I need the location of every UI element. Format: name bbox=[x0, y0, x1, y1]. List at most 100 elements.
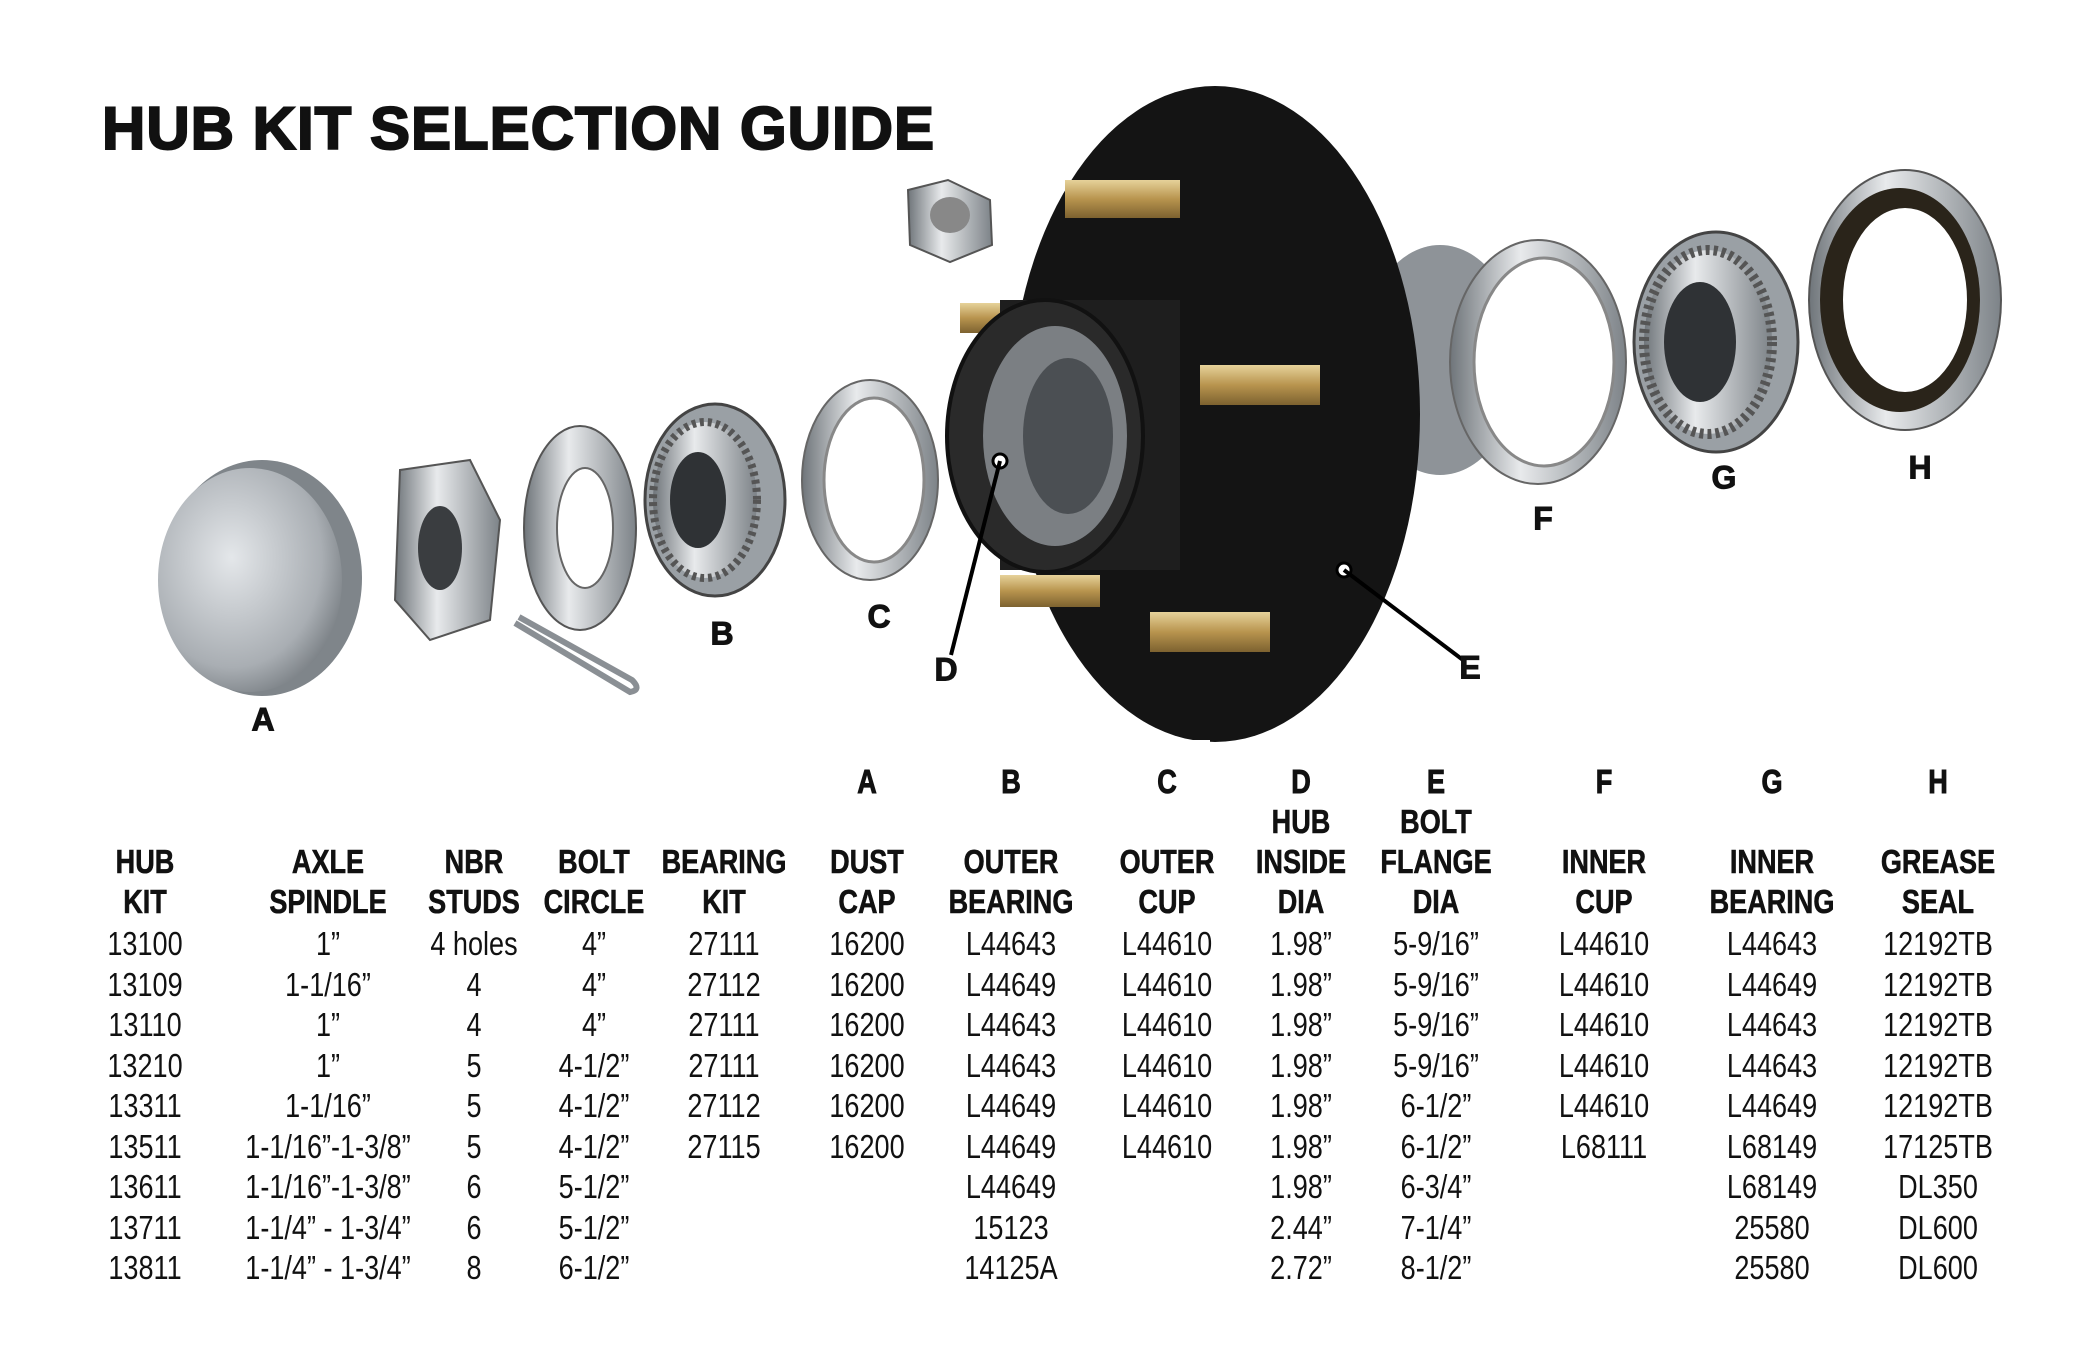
table-cell: 12192TB bbox=[1883, 1006, 1993, 1043]
table-cell: 25580 bbox=[1734, 1249, 1810, 1286]
part-label-f: F bbox=[1533, 500, 1554, 537]
column-header: DIA bbox=[1277, 883, 1325, 921]
hub-kit-number: 13109 bbox=[107, 965, 183, 1003]
table-cell: L44610 bbox=[1121, 1006, 1213, 1043]
table-cell: L44649 bbox=[1726, 965, 1818, 1003]
table-cell: 5-9/16” bbox=[1393, 925, 1479, 962]
column-header: DIA bbox=[1412, 883, 1460, 921]
table-cell: 5 bbox=[466, 1127, 482, 1165]
leader-line-d bbox=[949, 460, 1002, 656]
column-header: KIT bbox=[702, 883, 746, 921]
column-header: SEAL bbox=[1901, 883, 1975, 921]
column-header: STUDS bbox=[428, 883, 520, 921]
column-letter: B bbox=[1001, 763, 1021, 801]
table-cell: 1” bbox=[315, 925, 341, 962]
column-header: CUP bbox=[1575, 883, 1633, 921]
table-cell: 5 bbox=[466, 1087, 482, 1124]
outer-bearing-illustration bbox=[643, 402, 787, 598]
column-header: HUB bbox=[1271, 803, 1331, 841]
table-cell: 6-1/2” bbox=[558, 1249, 630, 1286]
part-label-e: E bbox=[1459, 649, 1481, 686]
hub-kit-number: 13100 bbox=[107, 925, 183, 962]
table-cell: 16200 bbox=[829, 965, 905, 1003]
part-label-b: B bbox=[710, 615, 734, 652]
table-cell: L44610 bbox=[1121, 925, 1213, 962]
table-cell: L44643 bbox=[1726, 1006, 1818, 1043]
part-label-h: H bbox=[1908, 449, 1932, 486]
table-cell: 6 bbox=[466, 1168, 482, 1205]
table-cell: 4” bbox=[581, 965, 607, 1003]
column-header: NBR bbox=[444, 843, 504, 881]
table-cell: 1-1/16”-1-3/8” bbox=[245, 1168, 411, 1205]
table-cell: L44610 bbox=[1558, 1087, 1650, 1124]
table-cell: 5-1/2” bbox=[558, 1168, 630, 1205]
table-cell: L44610 bbox=[1121, 1046, 1213, 1084]
table-cell: 16200 bbox=[829, 925, 905, 962]
hub-kit-number: 13110 bbox=[108, 1006, 182, 1043]
column-header: FLANGE bbox=[1380, 843, 1492, 881]
table-cell: 12192TB bbox=[1883, 1087, 1993, 1124]
table-cell: L44610 bbox=[1121, 965, 1213, 1003]
table-cell: 8 bbox=[466, 1249, 482, 1286]
table-cell: L68149 bbox=[1726, 1168, 1818, 1205]
table-cell: 1-1/4” - 1-3/4” bbox=[245, 1249, 411, 1286]
table-cell: 1-1/4” - 1-3/4” bbox=[245, 1208, 411, 1246]
table-cell: 27112 bbox=[687, 965, 761, 1003]
table-cell: 4-1/2” bbox=[558, 1127, 630, 1165]
table-cell: L44610 bbox=[1558, 1046, 1650, 1084]
dust-cap-illustration bbox=[158, 460, 362, 696]
washer-illustration bbox=[523, 425, 637, 631]
column-letter: D bbox=[1291, 763, 1311, 801]
table-cell: 1” bbox=[315, 1046, 341, 1084]
table-cell: 6-1/2” bbox=[1400, 1127, 1472, 1165]
table-cell: 1.98” bbox=[1270, 1046, 1332, 1084]
table-cell: 6-3/4” bbox=[1400, 1168, 1472, 1205]
table-cell: 7-1/4” bbox=[1400, 1208, 1472, 1246]
table-cell: 16200 bbox=[829, 1087, 905, 1124]
table-cell: 4 holes bbox=[430, 925, 518, 962]
table-cell: 1-1/16” bbox=[285, 965, 371, 1003]
hub-kit-number: 13611 bbox=[108, 1168, 182, 1205]
table-cell: L44643 bbox=[965, 1006, 1057, 1043]
part-label-g: G bbox=[1711, 459, 1737, 496]
column-letter: H bbox=[1928, 763, 1948, 801]
column-header: BEARING bbox=[661, 843, 787, 881]
table-cell: L44610 bbox=[1558, 925, 1650, 962]
table-cell: L44649 bbox=[965, 965, 1057, 1003]
grease-seal-illustration bbox=[1808, 169, 2002, 431]
table-cell: 12192TB bbox=[1883, 925, 1993, 962]
table-cell: 1” bbox=[315, 1006, 341, 1043]
column-header: SPINDLE bbox=[269, 883, 387, 921]
table-cell: 17125TB bbox=[1883, 1127, 1993, 1165]
column-header: OUTER bbox=[963, 843, 1059, 881]
table-cell: 4” bbox=[581, 925, 607, 962]
table-cell: 12192TB bbox=[1883, 1046, 1993, 1084]
table-cell: L44610 bbox=[1121, 1127, 1213, 1165]
part-label-c: C bbox=[867, 598, 891, 635]
table-cell: L44643 bbox=[965, 925, 1057, 962]
table-cell: 14125A bbox=[964, 1249, 1058, 1286]
lug-nut-illustration bbox=[906, 178, 994, 264]
table-cell: 1-1/16” bbox=[285, 1087, 371, 1124]
table-cell: 4 bbox=[466, 965, 482, 1003]
table-cell: 5-9/16” bbox=[1393, 1046, 1479, 1084]
table-cell: 5-9/16” bbox=[1393, 1006, 1479, 1043]
table-cell: 1.98” bbox=[1270, 1006, 1332, 1043]
page-title: HUB KIT SELECTION GUIDE bbox=[101, 94, 936, 163]
hub-kit-number: 13210 bbox=[107, 1046, 183, 1084]
cotter-pin-illustration bbox=[513, 614, 640, 696]
table-cell: 4” bbox=[581, 1006, 607, 1043]
hub-kit-number: 13511 bbox=[108, 1127, 182, 1165]
table-cell: L44643 bbox=[1726, 925, 1818, 962]
column-header: INNER bbox=[1729, 843, 1815, 881]
table-cell: L44610 bbox=[1558, 1006, 1650, 1043]
column-header: KIT bbox=[123, 883, 167, 921]
leader-line-e bbox=[1342, 568, 1465, 662]
hub-kit-number: 13711 bbox=[108, 1208, 182, 1246]
table-cell: 8-1/2” bbox=[1400, 1249, 1472, 1286]
table-cell: 5-1/2” bbox=[558, 1208, 630, 1246]
column-header: CUP bbox=[1138, 883, 1196, 921]
castle-nut-illustration bbox=[393, 458, 502, 642]
table-cell: 27112 bbox=[687, 1087, 761, 1124]
column-header: GREASE bbox=[1880, 843, 1996, 881]
